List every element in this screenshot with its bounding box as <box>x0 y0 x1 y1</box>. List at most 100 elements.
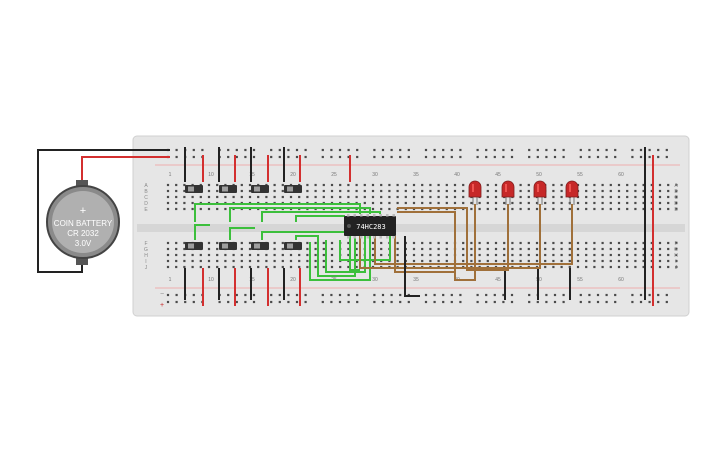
hole[interactable] <box>519 253 522 257</box>
hole[interactable] <box>626 247 629 251</box>
hole[interactable] <box>527 247 530 251</box>
hole[interactable] <box>626 201 629 205</box>
hole[interactable] <box>330 247 334 251</box>
hole[interactable] <box>462 189 465 193</box>
hole[interactable] <box>363 201 366 205</box>
rail-hole[interactable] <box>502 148 505 152</box>
rail-hole[interactable] <box>442 300 445 304</box>
wire-green[interactable] <box>339 236 391 261</box>
hole[interactable] <box>470 259 473 263</box>
hole[interactable] <box>609 189 612 193</box>
hole[interactable] <box>298 265 301 269</box>
hole[interactable] <box>175 195 178 199</box>
rail-hole[interactable] <box>192 293 195 297</box>
hole[interactable] <box>445 201 448 205</box>
rail-hole[interactable] <box>424 300 428 304</box>
hole[interactable] <box>478 201 481 205</box>
rail-hole[interactable] <box>304 155 307 159</box>
hole[interactable] <box>503 207 506 211</box>
hole[interactable] <box>314 241 317 245</box>
red-led[interactable] <box>565 180 579 205</box>
hole[interactable] <box>535 201 539 205</box>
hole[interactable] <box>232 195 235 199</box>
hole[interactable] <box>175 247 178 251</box>
hole[interactable] <box>519 247 522 251</box>
hole[interactable] <box>199 207 202 211</box>
hole[interactable] <box>552 241 555 245</box>
hole[interactable] <box>650 207 653 211</box>
hole[interactable] <box>240 265 243 269</box>
hole[interactable] <box>486 247 489 251</box>
rail-hole[interactable] <box>493 148 496 152</box>
wire-green[interactable] <box>325 236 366 273</box>
red-led[interactable] <box>533 180 547 205</box>
hole[interactable] <box>306 189 309 193</box>
hole[interactable] <box>183 207 186 211</box>
rail-hole[interactable] <box>639 293 643 297</box>
rail-hole[interactable] <box>510 293 514 297</box>
hole[interactable] <box>617 241 621 245</box>
wire-green[interactable] <box>194 224 210 240</box>
hole[interactable] <box>273 183 276 187</box>
hole[interactable] <box>585 259 588 263</box>
hole[interactable] <box>322 259 325 263</box>
rail-hole[interactable] <box>579 300 582 304</box>
wire-black-battery[interactable] <box>37 149 170 273</box>
hole[interactable] <box>322 189 325 193</box>
hole[interactable] <box>462 241 465 245</box>
rail-hole[interactable] <box>356 300 359 304</box>
hole[interactable] <box>486 183 489 187</box>
hole[interactable] <box>445 259 448 263</box>
hole[interactable] <box>314 259 317 263</box>
rail-hole[interactable] <box>450 293 453 297</box>
hole[interactable] <box>544 207 547 211</box>
rail-hole[interactable] <box>166 293 170 297</box>
hole[interactable] <box>527 207 530 211</box>
hole[interactable] <box>503 259 506 263</box>
hole[interactable] <box>634 241 637 245</box>
rail-hole[interactable] <box>321 155 324 159</box>
hole[interactable] <box>544 253 547 257</box>
rail-hole[interactable] <box>657 155 660 159</box>
hole[interactable] <box>396 201 399 205</box>
hole[interactable] <box>560 207 563 211</box>
rail-hole[interactable] <box>476 300 479 304</box>
hole[interactable] <box>355 247 358 251</box>
rail-hole[interactable] <box>614 293 617 297</box>
hole[interactable] <box>371 247 375 251</box>
hole[interactable] <box>626 241 629 245</box>
hole[interactable] <box>216 253 219 257</box>
hole[interactable] <box>642 241 645 245</box>
hole[interactable] <box>232 253 235 257</box>
rail-hole[interactable] <box>657 148 660 152</box>
hole[interactable] <box>330 241 334 245</box>
rail-hole[interactable] <box>278 300 281 304</box>
hole[interactable] <box>462 195 465 199</box>
rail-hole[interactable] <box>450 148 453 152</box>
slide-switch[interactable] <box>284 242 302 250</box>
rail-hole[interactable] <box>252 148 256 152</box>
hole[interactable] <box>265 253 268 257</box>
hole[interactable] <box>248 189 252 193</box>
hole[interactable] <box>183 265 186 269</box>
rail-hole[interactable] <box>433 155 436 159</box>
switch-toggle[interactable] <box>222 186 228 192</box>
hole[interactable] <box>396 259 399 263</box>
hole[interactable] <box>240 241 243 245</box>
hole[interactable] <box>273 189 276 193</box>
hole[interactable] <box>371 201 375 205</box>
hole[interactable] <box>642 201 645 205</box>
rail-hole[interactable] <box>330 293 333 297</box>
hole[interactable] <box>412 195 416 199</box>
hole[interactable] <box>486 241 489 245</box>
hole[interactable] <box>248 259 252 263</box>
hole[interactable] <box>306 195 309 199</box>
hole[interactable] <box>560 265 563 269</box>
hole[interactable] <box>519 195 522 199</box>
rail-hole[interactable] <box>639 155 643 159</box>
rail-hole[interactable] <box>579 155 582 159</box>
hole[interactable] <box>658 189 662 193</box>
hole[interactable] <box>617 189 621 193</box>
rail-hole[interactable] <box>356 293 359 297</box>
hole[interactable] <box>576 259 580 263</box>
